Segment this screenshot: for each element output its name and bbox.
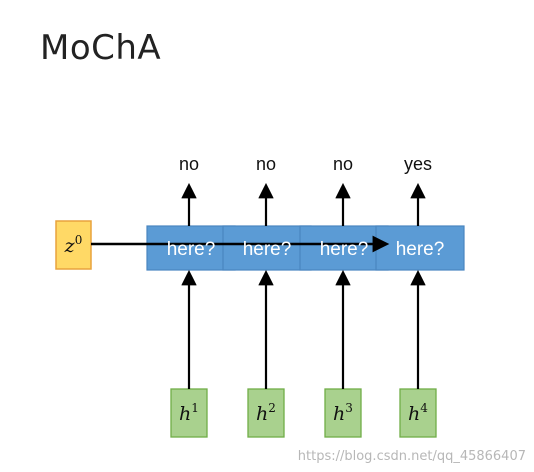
step-box-label-3: here? xyxy=(320,239,369,260)
output-label-2: no xyxy=(256,154,276,174)
h2-label-base: h xyxy=(256,403,268,425)
output-label-4: yes xyxy=(404,154,432,174)
step-box-label-1: here? xyxy=(167,239,216,260)
slide-title: MoChA xyxy=(40,28,162,68)
h2-label-superscript: 2 xyxy=(268,401,276,415)
h3-label-superscript: 3 xyxy=(345,401,353,415)
output-label-3: no xyxy=(333,154,353,174)
h4-label-base: h xyxy=(408,403,420,425)
h3-label-base: h xyxy=(333,403,345,425)
h1-label: h1 xyxy=(179,401,199,425)
step-box-label-4: here? xyxy=(396,239,445,260)
step-box-1 xyxy=(146,225,236,271)
output-label-1: no xyxy=(179,154,199,174)
z0-label-superscript: 0 xyxy=(75,233,83,247)
h4-label: h4 xyxy=(408,401,428,425)
h2-label: h2 xyxy=(256,401,276,425)
h3-label: h3 xyxy=(333,401,353,425)
z0-label-base: z xyxy=(64,235,76,257)
h3-box xyxy=(324,388,362,438)
step-box-label-2: here? xyxy=(243,239,292,260)
h4-label-superscript: 4 xyxy=(420,401,428,415)
z0-label: z0 xyxy=(64,233,83,257)
z0-box xyxy=(55,220,92,270)
h1-label-base: h xyxy=(179,403,191,425)
h4-box xyxy=(399,388,437,438)
h1-box xyxy=(170,388,208,438)
watermark: https://blog.csdn.net/qq_45866407 xyxy=(297,449,526,464)
h1-label-superscript: 1 xyxy=(191,401,199,415)
